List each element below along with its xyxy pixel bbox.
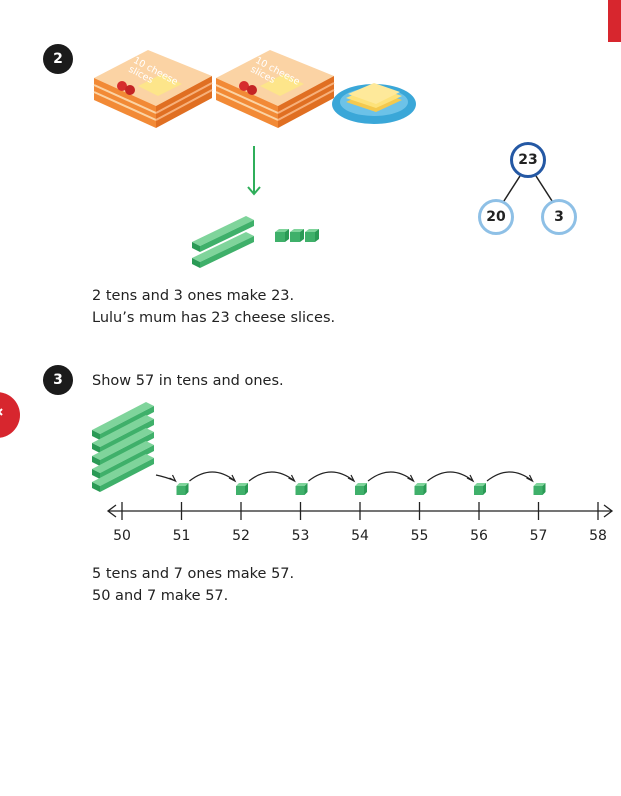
jump-arrowhead-icon — [526, 474, 534, 483]
jump-arrowhead-icon — [407, 474, 415, 483]
number-line-label: 52 — [232, 528, 250, 544]
jump-arrowhead-icon — [347, 474, 356, 483]
close-icon — [0, 408, 3, 416]
tens-rods-stack — [92, 402, 154, 492]
jump-arrow — [308, 471, 355, 482]
question-number-3: 3 — [43, 365, 73, 395]
question-3-statement-1: 5 tens and 7 ones make 57. — [92, 566, 295, 582]
page-tab-top-right — [608, 0, 621, 42]
part-whole-lines — [501, 175, 555, 205]
jump-arrowhead-icon — [169, 474, 177, 483]
part-whole-part-2: 3 — [541, 199, 577, 235]
question-3-instruction: Show 57 in tens and ones. — [92, 373, 284, 389]
number-line-label: 51 — [172, 528, 191, 544]
tens-rods — [192, 216, 254, 268]
tens-rod — [92, 415, 154, 453]
tens-rod — [92, 454, 154, 492]
ones-cubes — [275, 229, 319, 242]
jump-arrowhead-icon — [466, 474, 475, 483]
ones-cube — [176, 483, 189, 495]
ones-cube — [533, 483, 546, 495]
number-line-label: 55 — [410, 528, 429, 544]
number-line — [106, 471, 614, 520]
jump-arrow — [486, 471, 533, 482]
cheese-box-2 — [215, 50, 335, 128]
number-line-label: 54 — [351, 528, 369, 544]
number-line-label: 56 — [470, 528, 488, 544]
jump-arrow — [367, 471, 414, 482]
jump-arrow — [248, 471, 295, 482]
down-arrow-icon — [247, 146, 261, 196]
tens-rod — [92, 441, 154, 479]
number-line-label: 50 — [113, 528, 131, 544]
part-whole-whole: 23 — [510, 142, 546, 178]
number-line-label: 58 — [589, 528, 607, 544]
question-2-statement-1: 2 tens and 3 ones make 23. — [92, 288, 295, 304]
tens-rod — [92, 428, 154, 466]
cheese-box-1 — [93, 50, 213, 128]
tens-rod — [192, 232, 254, 268]
question-number-2: 2 — [43, 44, 73, 74]
number-line-right-arrow-icon — [603, 504, 614, 518]
jump-arrow — [189, 471, 236, 482]
ones-cube — [474, 483, 486, 495]
number-line-label: 57 — [529, 528, 548, 544]
jump-arrowhead-icon — [288, 474, 296, 483]
question-2-statement-2: Lulu’s mum has 23 cheese slices. — [92, 310, 336, 326]
tens-rod — [192, 216, 254, 252]
ones-cube — [305, 229, 319, 242]
cheese-plate — [332, 83, 416, 124]
tens-rod — [92, 402, 154, 440]
ones-cube — [355, 483, 367, 495]
ones-cube — [290, 229, 304, 242]
number-line-label: 53 — [291, 528, 310, 544]
ones-cube — [275, 229, 289, 242]
ones-cube — [414, 483, 427, 495]
ones-cube — [236, 483, 248, 495]
jump-arrow — [427, 471, 474, 482]
page-tab-left — [0, 392, 20, 438]
jump-arrowhead-icon — [228, 474, 237, 483]
number-line-left-arrow-icon — [106, 504, 117, 518]
ones-cube — [295, 483, 308, 495]
question-3-statement-2: 50 and 7 make 57. — [92, 588, 229, 604]
part-whole-part-1: 20 — [478, 199, 514, 235]
